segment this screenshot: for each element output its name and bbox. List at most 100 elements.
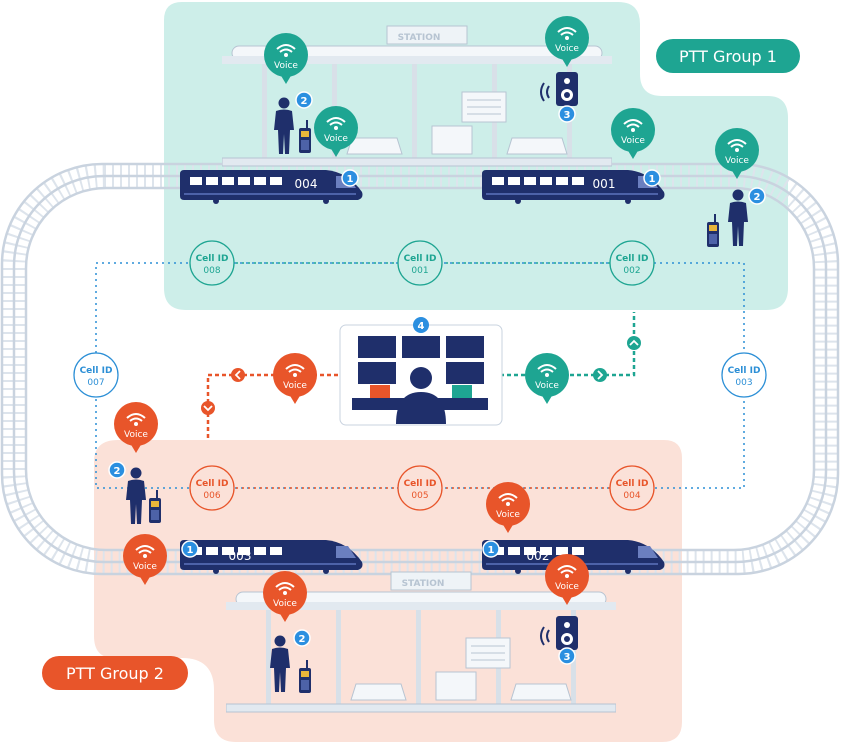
voice-label: Voice	[133, 562, 157, 572]
arrow-up-icon	[627, 336, 641, 350]
cell-id-label: Cell ID	[404, 254, 437, 264]
badge-number: 2	[114, 466, 121, 477]
wifi-icon	[285, 364, 305, 373]
voice-label: Voice	[324, 134, 348, 144]
speaker-icon	[540, 616, 578, 650]
badge-number: 3	[564, 652, 571, 663]
badge-person: 2	[293, 629, 311, 647]
wifi-icon	[727, 139, 747, 148]
cell-id-label: Cell ID	[728, 366, 761, 376]
cell-id-number: 007	[87, 378, 104, 388]
train-003	[179, 539, 364, 574]
voice-bubble: Voice	[545, 16, 589, 67]
ptt-group-2-area	[94, 440, 682, 742]
voice-label: Voice	[496, 510, 520, 520]
badge-train: 1	[181, 540, 199, 558]
train-001	[481, 169, 666, 204]
cell-id-marker: Cell ID 001	[397, 240, 443, 286]
voice-bubble: Voice	[263, 571, 307, 622]
station-sign-bottom: STATION	[402, 579, 445, 589]
badge-number: 2	[301, 96, 308, 107]
cell-id-label: Cell ID	[616, 254, 649, 264]
wifi-icon	[557, 27, 577, 36]
voice-bubble: Voice	[114, 402, 158, 453]
arrow-down-icon	[201, 401, 215, 415]
cell-id-number: 003	[735, 378, 752, 388]
badge-number: 2	[754, 192, 761, 203]
cell-id-label: Cell ID	[80, 366, 113, 376]
wifi-icon	[326, 117, 346, 126]
ptt-group-1-pill	[656, 39, 800, 73]
voice-bubble: Voice	[525, 353, 569, 404]
voice-label: Voice	[124, 430, 148, 440]
cell-id-marker: Cell ID 007	[73, 352, 119, 398]
railway-track	[0, 162, 840, 576]
ptt-group-2-label: PTT Group 2	[66, 664, 164, 683]
cell-id-number: 008	[203, 266, 220, 276]
dispatch-console	[339, 324, 503, 426]
ptt-group-2-pill	[42, 656, 188, 690]
wifi-icon	[537, 364, 557, 373]
voice-label: Voice	[283, 381, 307, 391]
badge-person: 2	[108, 461, 126, 479]
cell-id-number: 005	[411, 491, 428, 501]
wifi-icon	[275, 582, 295, 591]
badge-dispatch	[413, 317, 429, 333]
badge-number: 1	[347, 174, 354, 185]
number-badges: 1 1 1 1 2 2 2 2 3 3	[108, 91, 766, 665]
voice-label: Voice	[621, 136, 645, 146]
cell-id-number: 001	[411, 266, 428, 276]
wifi-icon	[498, 493, 518, 502]
badge-person: 2	[295, 91, 313, 109]
badge-number: 1	[649, 174, 656, 185]
badge-speaker: 3	[558, 105, 576, 123]
cell-id-number: 004	[623, 491, 640, 501]
ptt-group-1-label: PTT Group 1	[679, 47, 777, 66]
wifi-icon	[126, 413, 146, 422]
badge-person: 2	[748, 187, 766, 205]
voice-bubble: Voice	[611, 108, 655, 159]
badge-train: 1	[341, 169, 359, 187]
arrow-right-icon	[593, 368, 607, 382]
train-004	[179, 169, 364, 204]
badge-train: 1	[482, 540, 500, 558]
wifi-icon	[557, 565, 577, 574]
arrow-left-icon	[231, 368, 245, 382]
cell-id-marker: Cell ID 006	[189, 465, 235, 511]
train-number-label: 004	[295, 177, 318, 191]
wifi-icon	[135, 545, 155, 554]
voice-bubble: Voice	[486, 482, 530, 533]
badge-dispatch-number: 4	[418, 321, 425, 332]
cell-id-number: 006	[203, 491, 220, 501]
voice-bubble: Voice	[123, 534, 167, 585]
badge-train: 1	[643, 169, 661, 187]
cell-id-label: Cell ID	[616, 479, 649, 489]
cell-id-marker: Cell ID 005	[397, 465, 443, 511]
voice-bubble: Voice	[715, 128, 759, 179]
voice-bubble: Voice	[545, 554, 589, 605]
cell-id-label: Cell ID	[404, 479, 437, 489]
voice-bubble: Voice	[314, 106, 358, 157]
voice-label: Voice	[535, 381, 559, 391]
badge-number: 2	[299, 634, 306, 645]
speaker-icon	[540, 72, 578, 106]
voice-label: Voice	[725, 156, 749, 166]
badge-number: 3	[564, 110, 571, 121]
voice-bubble: Voice	[264, 33, 308, 84]
voice-label: Voice	[555, 582, 579, 592]
voice-label: Voice	[555, 44, 579, 54]
train-number-label: 002	[527, 549, 550, 563]
station-sign-top: STATION	[398, 33, 441, 43]
cell-id-label: Cell ID	[196, 479, 229, 489]
cell-id-marker: Cell ID 004	[609, 465, 655, 511]
voice-label: Voice	[274, 61, 298, 71]
ptt-group-1-area	[164, 2, 788, 310]
wifi-icon	[276, 44, 296, 53]
cell-id-marker: Cell ID 003	[721, 352, 767, 398]
train-number-label: 001	[593, 177, 616, 191]
voice-bubble: Voice	[273, 353, 317, 404]
badge-speaker: 3	[558, 647, 576, 665]
